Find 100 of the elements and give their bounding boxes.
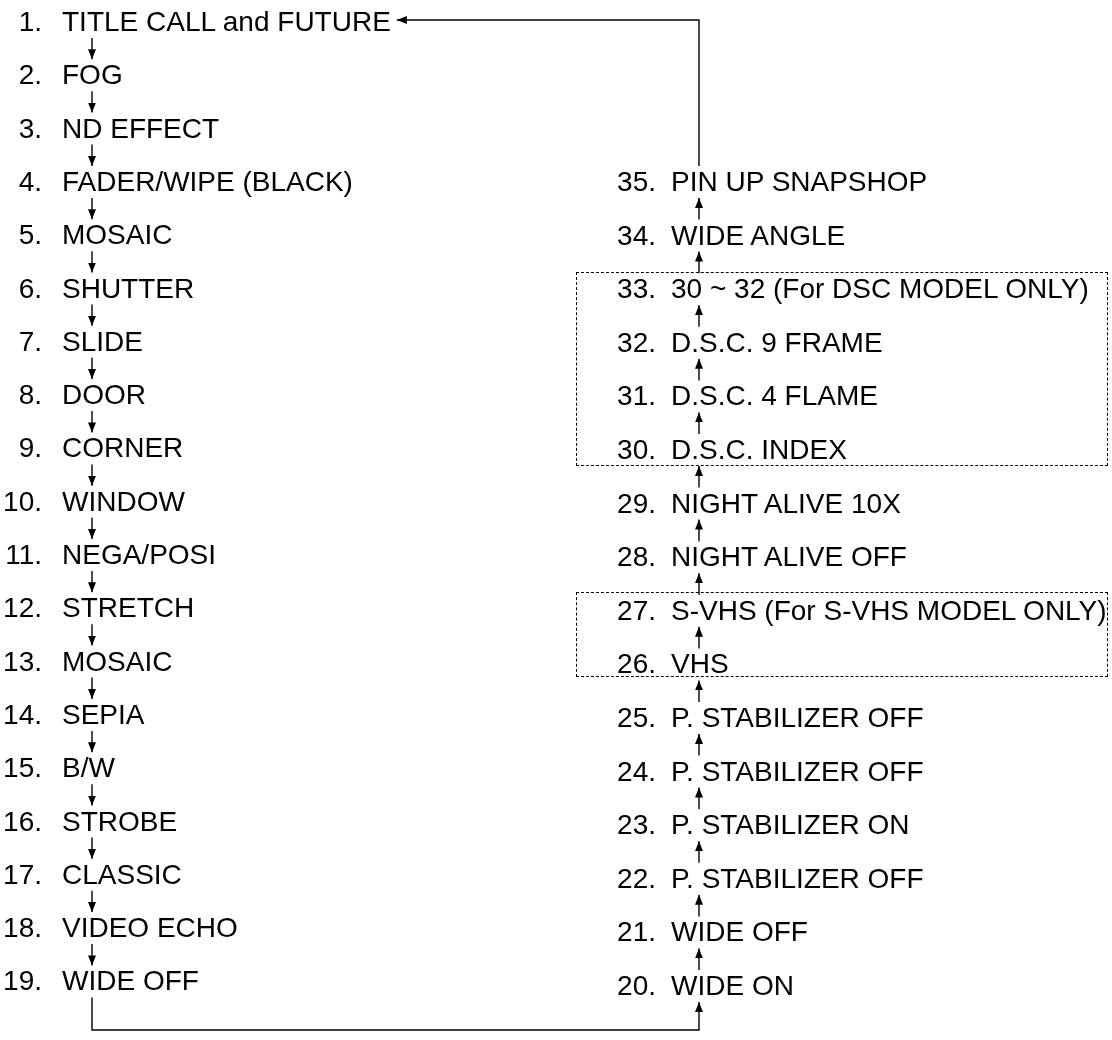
step-number: 19. — [2, 965, 42, 998]
step-number: 1. — [17, 6, 42, 38]
arrow — [88, 623, 96, 647]
step-label: P. STABILIZER OFF — [671, 862, 924, 895]
step-number: 4. — [17, 165, 42, 198]
step-label: PIN UP SNAPSHOP — [671, 166, 928, 198]
arrow — [695, 465, 703, 489]
step-number: 29. — [616, 487, 656, 520]
step-number: 24. — [616, 755, 656, 788]
step-label: CORNER — [62, 432, 184, 465]
arrow — [695, 572, 703, 596]
step-label: D.S.C. 4 FLAME — [671, 380, 878, 413]
arrow — [88, 410, 96, 434]
step-label: WINDOW — [62, 485, 185, 518]
arrow — [88, 783, 96, 807]
arrow — [88, 463, 96, 487]
step-number: 33. — [616, 273, 656, 306]
step-number: 3. — [17, 112, 42, 145]
arrow — [695, 358, 703, 382]
arrow — [695, 250, 703, 274]
step-number: 15. — [2, 752, 42, 785]
arrow — [695, 197, 703, 221]
arrow — [88, 90, 96, 114]
step-number: 7. — [17, 325, 42, 358]
step-label: DOOR — [62, 379, 146, 412]
step-number: 18. — [2, 912, 42, 945]
step-label: WIDE OFF — [671, 916, 808, 949]
step-label: NIGHT ALIVE 10X — [671, 487, 901, 520]
step-label: NIGHT ALIVE OFF — [671, 541, 907, 574]
step-label: FADER/WIPE (BLACK) — [62, 165, 353, 198]
arrow — [88, 37, 96, 60]
arrow — [91, 996, 703, 1031]
arrow — [88, 250, 96, 274]
step-label: SEPIA — [62, 698, 145, 731]
step-label: WIDE ON — [671, 970, 794, 1002]
dashed-group-box — [576, 272, 1108, 466]
arrow — [695, 626, 703, 650]
step-label: TITLE CALL and FUTURE — [62, 6, 391, 38]
step-number: 23. — [616, 809, 656, 842]
step-number: 34. — [616, 219, 656, 252]
step-label: D.S.C. INDEX — [671, 434, 847, 466]
step-label: CLASSIC — [62, 858, 182, 891]
step-label: WIDE OFF — [62, 965, 199, 998]
step-number: 27. — [616, 594, 656, 627]
arrow — [88, 570, 96, 593]
arrow — [695, 840, 703, 864]
step-label: NEGA/POSI — [62, 539, 217, 571]
step-label: D.S.C. 9 FRAME — [671, 326, 883, 359]
step-number: 10. — [2, 485, 42, 518]
step-number: 32. — [616, 326, 656, 359]
arrow — [396, 16, 700, 167]
dashed-group-box — [576, 592, 1108, 677]
step-label: STRETCH — [62, 592, 195, 625]
step-number: 13. — [2, 645, 42, 678]
step-number: 6. — [17, 272, 42, 305]
step-label: SHUTTER — [62, 272, 195, 305]
arrow — [88, 676, 96, 700]
arrow — [88, 197, 96, 220]
step-label: P. STABILIZER OFF — [671, 702, 924, 734]
arrow — [88, 357, 96, 380]
step-number: 12. — [2, 592, 42, 625]
step-number: 9. — [17, 432, 42, 465]
step-number: 28. — [616, 541, 656, 574]
arrow — [695, 733, 703, 757]
step-number: 2. — [17, 59, 42, 92]
step-number: 20. — [616, 970, 656, 1002]
step-label: MOSAIC — [62, 219, 173, 252]
arrow — [695, 411, 703, 435]
arrow — [88, 890, 96, 913]
step-number: 30. — [616, 434, 656, 466]
step-number: 25. — [616, 702, 656, 734]
step-number: 31. — [616, 380, 656, 413]
step-number: 11. — [4, 539, 42, 571]
step-label: VIDEO ECHO — [62, 912, 238, 945]
arrow — [88, 943, 96, 967]
arrow — [695, 518, 703, 542]
step-label: S-VHS (For S-VHS MODEL ONLY) — [671, 594, 1107, 627]
step-number: 21. — [616, 916, 656, 949]
step-label: SLIDE — [62, 325, 143, 358]
step-number: 14. — [2, 698, 42, 731]
step-number: 17. — [2, 858, 42, 891]
step-label: WIDE ANGLE — [671, 219, 846, 252]
step-number: 8. — [17, 379, 42, 412]
arrow — [88, 730, 96, 753]
arrow — [695, 894, 703, 918]
step-label: FOG — [62, 59, 123, 92]
step-label: P. STABILIZER OFF — [671, 755, 924, 788]
step-number: 5. — [17, 219, 42, 252]
arrow — [88, 143, 96, 167]
arrow — [88, 517, 96, 540]
arrow — [695, 679, 703, 703]
arrow — [695, 786, 703, 810]
arrow — [695, 947, 703, 971]
step-label: MOSAIC — [62, 645, 173, 678]
step-number: 26. — [616, 648, 656, 681]
step-label: ND EFFECT — [62, 112, 220, 145]
step-label: STROBE — [62, 805, 178, 838]
step-label: P. STABILIZER ON — [671, 809, 910, 842]
step-number: 35. — [616, 166, 656, 198]
step-number: 22. — [616, 862, 656, 895]
